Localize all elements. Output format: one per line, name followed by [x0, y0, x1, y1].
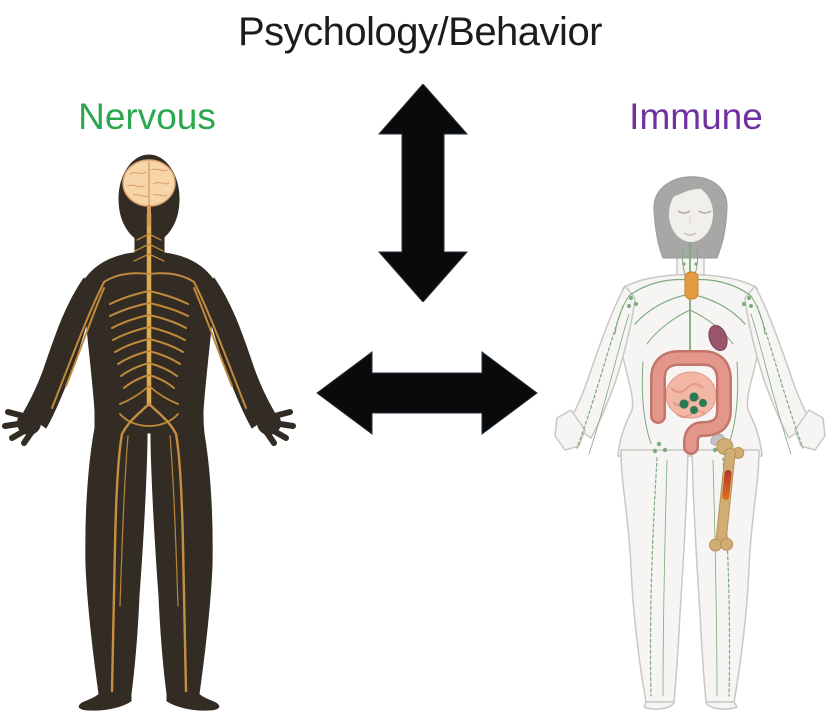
left-hand: [2, 409, 41, 446]
thymus-icon: [684, 271, 699, 300]
nervous-label: Nervous: [78, 96, 216, 137]
head-with-hair: [653, 176, 728, 259]
nervous-system-body-icon: [2, 154, 296, 711]
closed-eyes: [677, 210, 712, 214]
right-hand: [794, 409, 826, 451]
immune-label: Immune: [629, 96, 763, 137]
lymphatic-network: [576, 243, 804, 697]
gut-microbe-dots: [679, 392, 707, 414]
right-hand: [257, 409, 296, 446]
immune-system-body-icon: [554, 176, 826, 710]
femur-bone-marrow-icon: [708, 433, 745, 552]
page-title: Psychology/Behavior: [237, 10, 603, 54]
spleen-icon: [708, 324, 728, 352]
spinal-cord-and-nerves: [51, 211, 247, 693]
dark-body-silhouette: [2, 154, 296, 711]
double-headed-arrow-horizontal-icon: [316, 351, 538, 435]
left-hand: [554, 409, 586, 451]
double-headed-arrow-vertical-icon: [378, 84, 468, 302]
brain-icon: [122, 159, 176, 226]
intestines-icon: [650, 350, 732, 455]
